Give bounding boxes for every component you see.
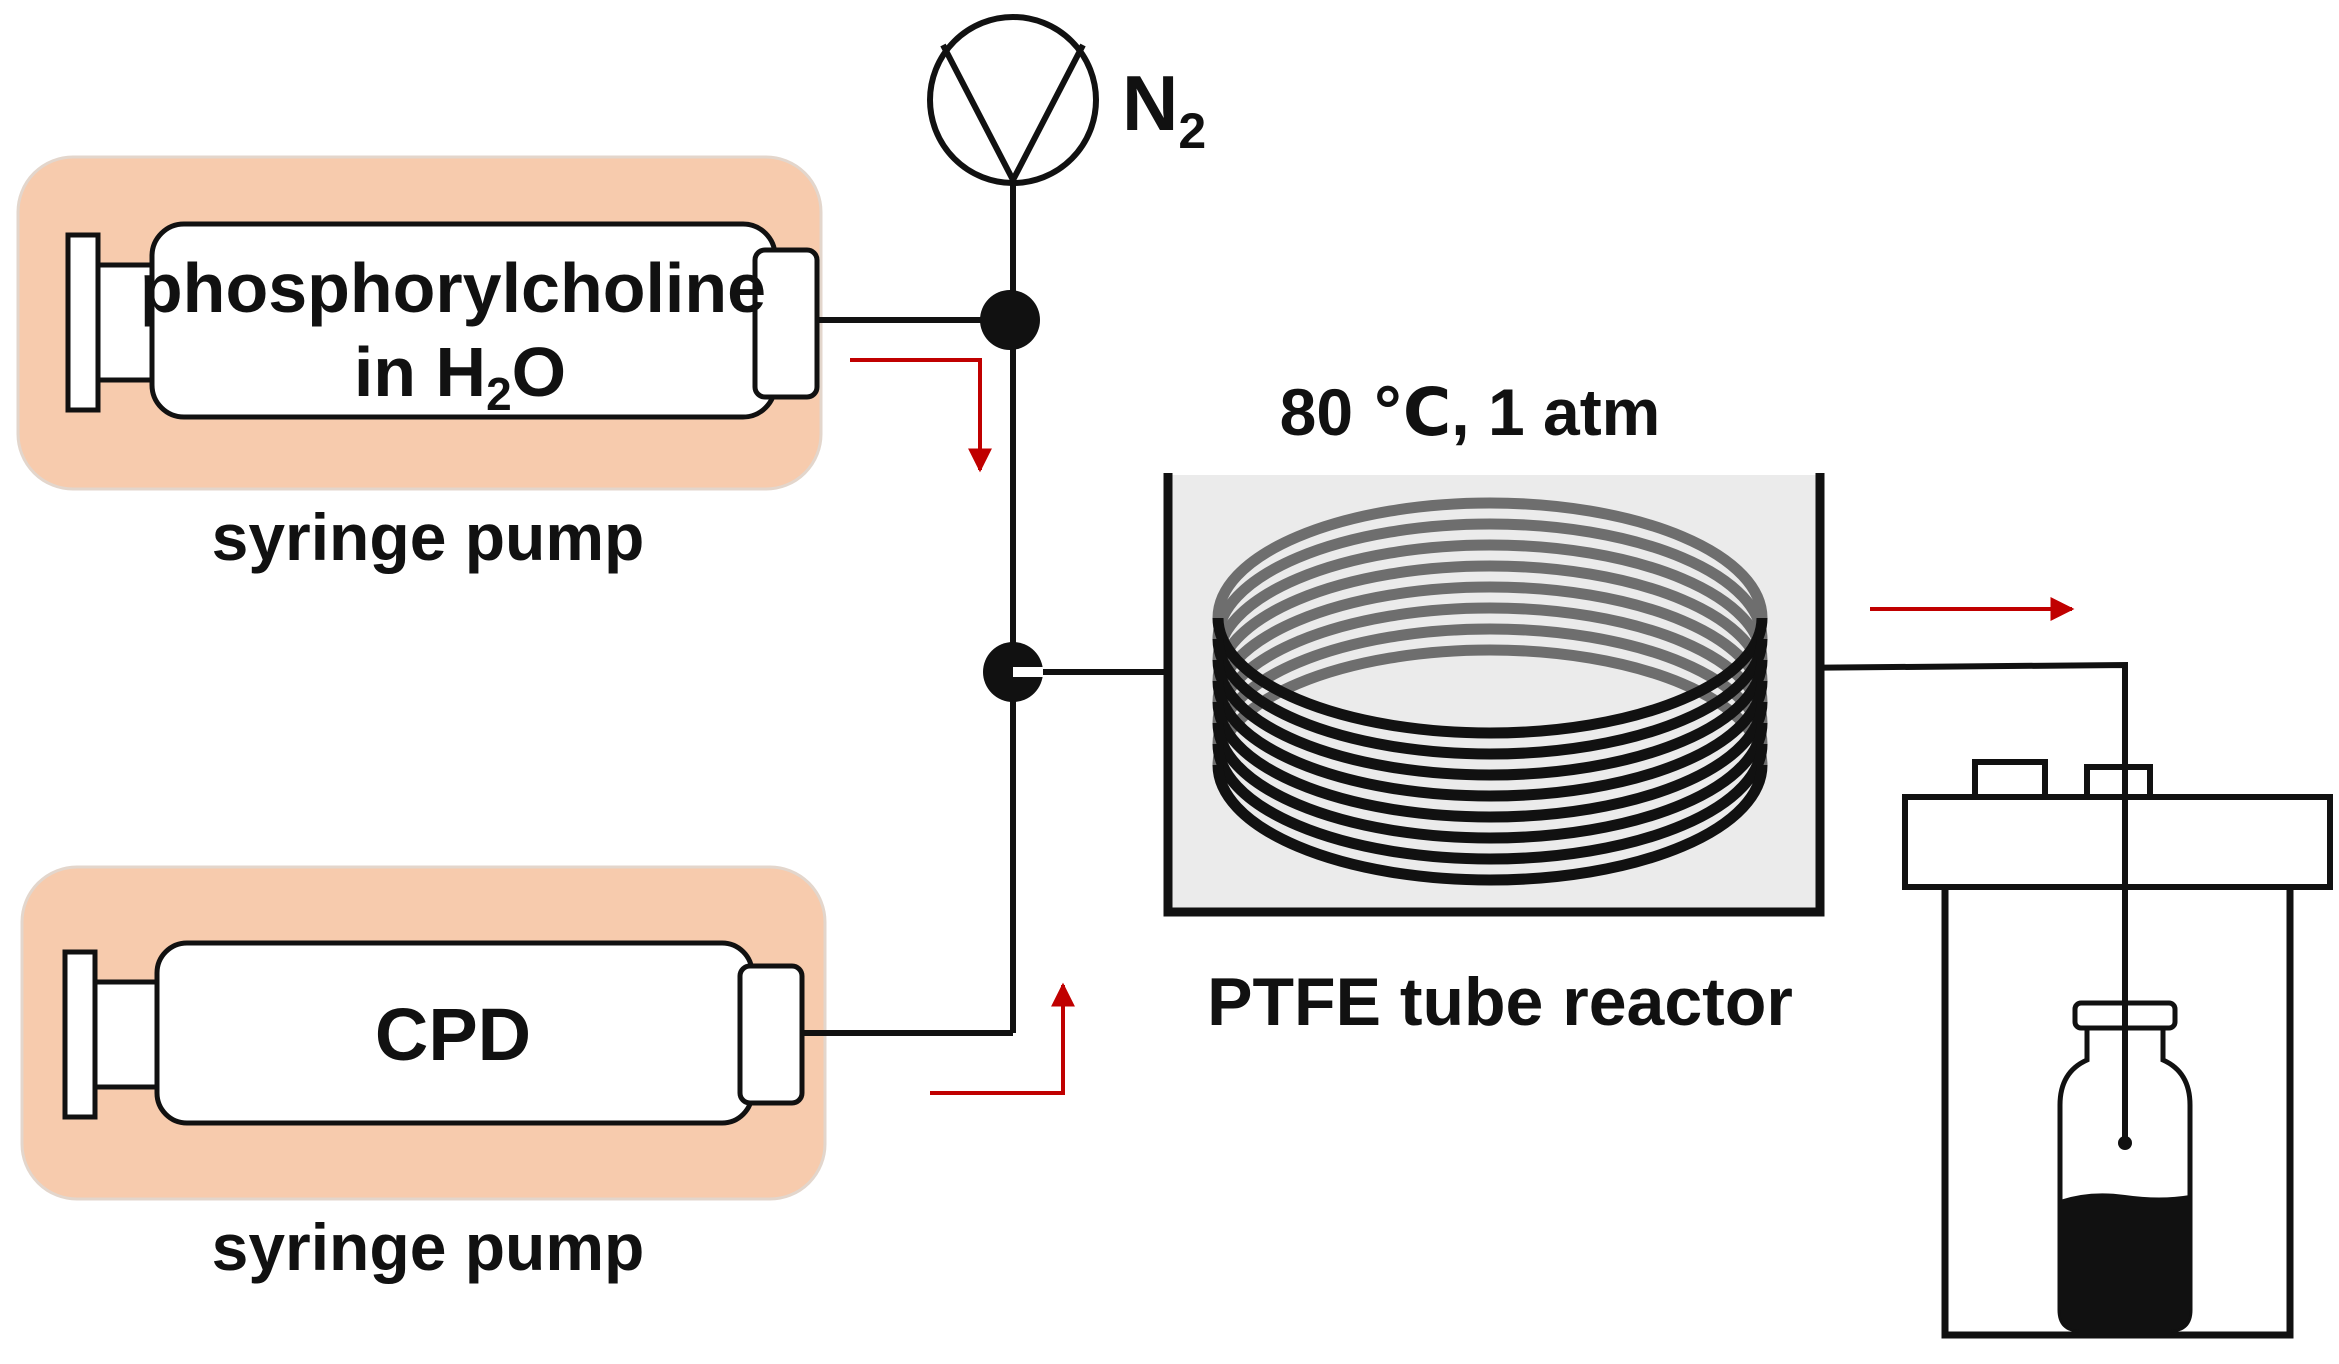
syringe-pump-top: phosphorylcholine in H2O syringe pump xyxy=(16,155,823,574)
coil-front-turn xyxy=(1212,680,1768,802)
coil-front-turn xyxy=(1212,659,1768,781)
label-in-h: in H xyxy=(354,333,486,411)
coil-front-turn xyxy=(1212,743,1768,865)
collection-vial xyxy=(2057,1000,2193,1333)
coil-back-turn xyxy=(1212,539,1768,661)
vessel-port-left xyxy=(1972,759,2048,800)
label-subscript-2: 2 xyxy=(486,368,512,420)
valve-circle xyxy=(927,14,1099,186)
coil-back-turn xyxy=(1212,518,1768,640)
flow-arrows xyxy=(850,358,2075,1095)
coil-front-turn xyxy=(1212,701,1768,823)
vial-liquid xyxy=(2060,1193,2190,1330)
pump-caption-top: syringe pump xyxy=(212,500,645,574)
coil-front-turn xyxy=(1212,617,1768,739)
syringe-label-bottom: CPD xyxy=(375,993,531,1076)
vessel-body xyxy=(1941,887,2294,1339)
coil-front-turn xyxy=(1212,764,1768,886)
plunger-rod-bottom xyxy=(92,979,160,1090)
plunger-flange-bottom xyxy=(62,949,98,1120)
label-o: O xyxy=(512,333,566,411)
gas-label-subscript: 2 xyxy=(1178,103,1206,159)
syringe-tip-top xyxy=(752,247,820,400)
junction-top xyxy=(980,290,1040,350)
coil-front-turn xyxy=(1212,722,1768,844)
syringe-pump-bottom: CPD syringe pump xyxy=(20,865,827,1284)
syringe-label-top-line2: in H2O xyxy=(354,333,566,420)
coil-back-turn xyxy=(1212,560,1768,682)
coil-front-turn xyxy=(1212,638,1768,760)
n2-valve: N2 xyxy=(927,14,1206,187)
collection-vessel xyxy=(1902,665,2333,1339)
flow-arrow-bottom xyxy=(930,982,1075,1095)
valve-v-symbol xyxy=(940,43,1086,187)
gas-label-n: N xyxy=(1122,59,1178,147)
junction-mixer xyxy=(983,642,1043,702)
gas-label: N2 xyxy=(1122,59,1206,159)
ptfe-tube-reactor: 80 ℃, 1 atm PTFE tube reactor xyxy=(1163,375,1825,1040)
coil-back-turn xyxy=(1212,581,1768,703)
plunger-rod-top xyxy=(95,262,161,383)
syringe-tip-bottom xyxy=(737,963,805,1106)
bath-walls xyxy=(1163,473,1825,917)
coil-back-turn xyxy=(1212,497,1768,619)
tube-coil xyxy=(1212,497,1768,886)
pump-caption-bottom: syringe pump xyxy=(212,1210,645,1284)
reaction-conditions: 80 ℃, 1 atm xyxy=(1280,375,1661,449)
reactor-caption: PTFE tube reactor xyxy=(1207,964,1793,1040)
plunger-flange-top xyxy=(65,232,101,413)
vessel-port-right xyxy=(2084,764,2153,800)
flow-arrow-top xyxy=(850,358,992,473)
vessel-lid xyxy=(1902,794,2333,890)
mixer-outlet xyxy=(1013,667,1043,677)
syringe-label-top-line1: phosphorylcholine xyxy=(140,249,766,327)
